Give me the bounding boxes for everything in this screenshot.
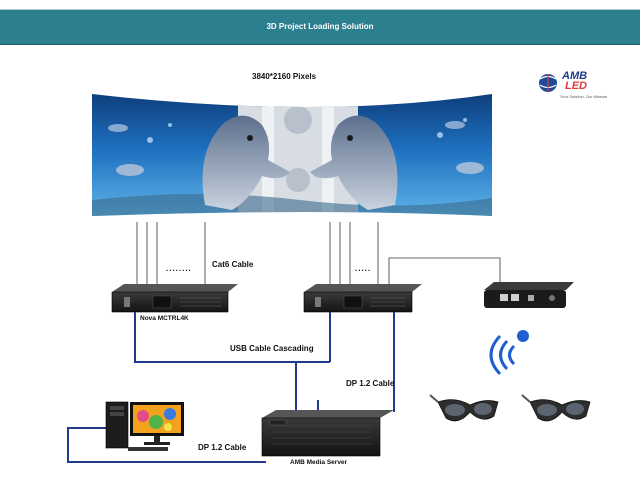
logo-tagline: Your Solution, Our Mission [560,94,608,99]
resolution-label: 3840*2160 Pixels [252,72,317,81]
page-title: 3D Project Loading Solution [266,22,374,31]
dp-cable-bottom [67,427,266,463]
cat6-cable-label: Cat6 Cable [212,260,254,269]
usb-cascade-cable [134,312,297,412]
cat6-cables [136,222,501,288]
title-bar: 3D Project Loading Solution [0,9,640,45]
3d-glasses-left-icon [429,394,499,422]
amb-led-logo-icon [539,74,557,92]
usb-cable-label: USB Cable Cascading [230,344,314,353]
sync-emitter-box [484,282,574,308]
controller-left [111,284,238,313]
computer-workstation [105,401,184,451]
media-server [261,410,394,457]
dp-cable-label-top: DP 1.2 Cable [346,379,395,388]
logo-text-led: LED [565,80,587,92]
media-server-label: AMB Media Server [290,459,348,466]
3d-glasses-right-icon [521,394,591,422]
cable-ellipsis-right: ..... [355,264,372,273]
led-screen-image [92,94,492,216]
controller-right [303,284,422,313]
wireless-signal-icon [489,330,529,376]
controller-label: Nova MCTRL4K [140,315,189,322]
dp-cable-label-bottom: DP 1.2 Cable [198,443,247,452]
cable-ellipsis-left: ........ [166,264,192,273]
logo-text-amb: AMB [562,70,588,82]
